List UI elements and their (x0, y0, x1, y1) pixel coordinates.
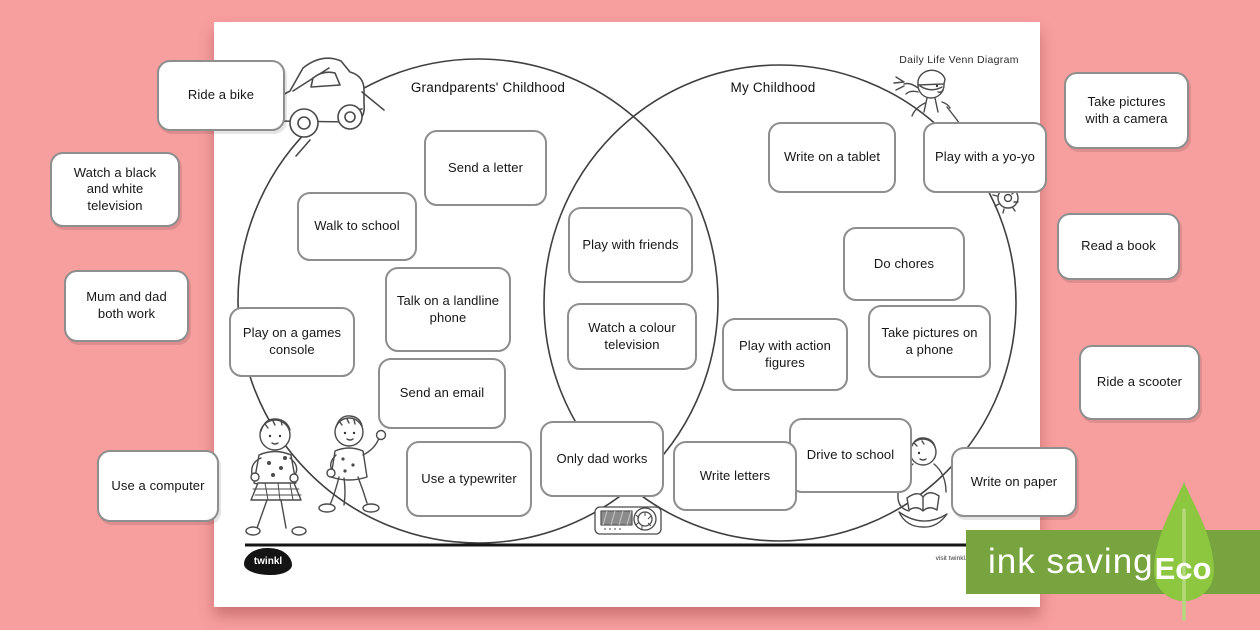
card-play-with-a-yo-yo: Play with a yo-yo (923, 122, 1047, 193)
retro-radio-icon (594, 506, 662, 535)
card-send-a-letter: Send a letter (424, 130, 547, 206)
card-play-with-action-figures: Play with action figures (722, 318, 848, 391)
visit-twinkl-text: visit twinkl.com (935, 555, 979, 562)
card-drive-to-school: Drive to school (789, 418, 912, 493)
venn-right-circle (543, 64, 1017, 542)
dancing-children-icon (245, 415, 387, 536)
eco-leaf-icon: Eco (1154, 482, 1214, 621)
twinkl-logo: twinkl (244, 548, 292, 575)
venn-diagram-canvas (237, 57, 1019, 547)
eco-label: Eco (1155, 551, 1212, 586)
page-title: Daily Life Venn Diagram (899, 54, 1019, 66)
card-only-dad-works: Only dad works (540, 421, 664, 497)
card-write-on-paper: Write on paper (951, 447, 1077, 517)
card-walk-to-school: Walk to school (297, 192, 417, 261)
card-mum-and-dad-both-work: Mum and dad both work (64, 270, 189, 342)
card-send-an-email: Send an email (378, 358, 506, 429)
card-write-letters: Write letters (673, 441, 797, 511)
card-watch-black-and-white-television: Watch a black and white television (50, 152, 180, 227)
ink-saving-label: ink saving (988, 542, 1154, 581)
card-take-pictures-on-a-phone: Take pictures on a phone (868, 305, 991, 378)
left-circle-label: Grandparents' Childhood (410, 80, 566, 95)
card-use-a-computer: Use a computer (97, 450, 219, 522)
child-reading-book-icon (897, 437, 948, 528)
card-read-a-book: Read a book (1057, 213, 1180, 280)
card-write-on-a-tablet: Write on a tablet (768, 122, 896, 193)
right-circle-label: My Childhood (730, 80, 816, 95)
card-talk-on-a-landline-phone: Talk on a landline phone (385, 267, 511, 352)
card-watch-a-colour-television: Watch a colour television (567, 303, 697, 370)
card-play-with-friends: Play with friends (568, 207, 693, 283)
card-ride-a-bike: Ride a bike (157, 60, 285, 131)
venn-left-circle (237, 58, 719, 544)
card-play-on-a-games-console: Play on a games console (229, 307, 355, 377)
card-use-a-typewriter: Use a typewriter (406, 441, 532, 517)
card-take-pictures-with-a-camera: Take pictures with a camera (1064, 72, 1189, 149)
card-ride-a-scooter: Ride a scooter (1079, 345, 1200, 420)
card-do-chores: Do chores (843, 227, 965, 301)
vintage-car-icon (274, 57, 385, 157)
